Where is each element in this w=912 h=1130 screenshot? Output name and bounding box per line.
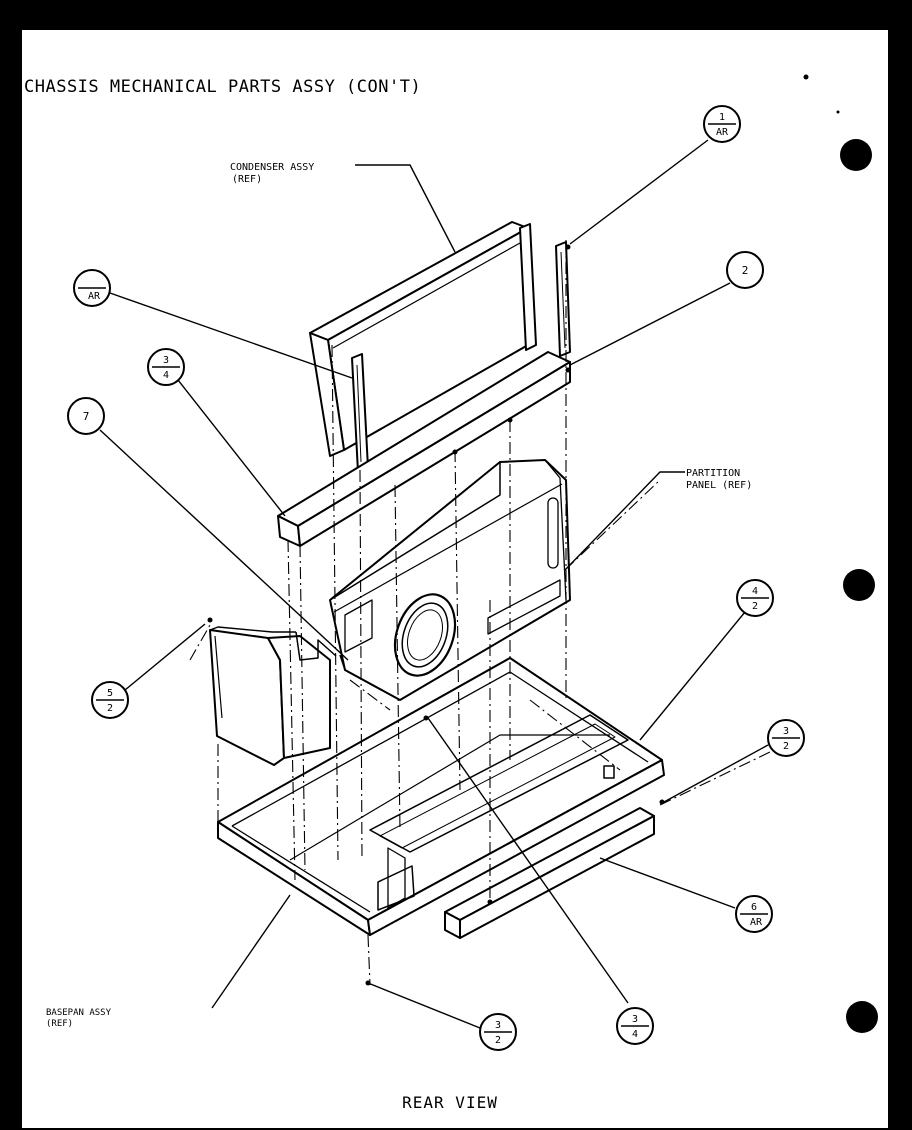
- callout-2: 2: [726, 251, 764, 289]
- basepan-label-line2: (REF): [46, 1019, 73, 1029]
- basepan-label-line1: BASEPAN ASSY: [46, 1008, 112, 1018]
- callout-numerator: 4: [752, 586, 758, 597]
- basepan-assembly: [217, 657, 665, 936]
- scan-speck: [836, 110, 840, 114]
- callout-7: 7: [67, 397, 105, 435]
- scan-speck: [803, 74, 809, 80]
- callout-numerator: 5: [107, 688, 113, 699]
- front-bar-part: [444, 807, 655, 939]
- callout-numerator: 1: [719, 112, 725, 123]
- callout-3-2-right: 3 2: [767, 719, 805, 757]
- callout-numerator: 3: [783, 726, 789, 737]
- view-label: REAR VIEW: [402, 1093, 498, 1112]
- callout-denominator: 2: [783, 741, 789, 752]
- partition-label-line1: PARTITION: [686, 468, 740, 479]
- callout-5-2: 5 2: [91, 681, 129, 719]
- callout-numerator: 3: [632, 1014, 638, 1025]
- partition-label-line2: PANEL (REF): [686, 480, 752, 491]
- alignment-lines: [189, 240, 771, 986]
- callout-6-ar: 6 AR: [735, 895, 773, 933]
- callout-ar: AR: [73, 269, 111, 307]
- callout-3-4-bottom: 3 4: [616, 1007, 654, 1045]
- callout-numerator: 3: [495, 1020, 501, 1031]
- binder-hole: [843, 569, 875, 601]
- callout-1-ar: 1 AR: [703, 105, 741, 143]
- binder-hole: [846, 1001, 878, 1033]
- condenser-assembly: [309, 221, 571, 473]
- callout-denominator: 4: [632, 1029, 638, 1040]
- callout-3-4-upper: 3 4: [147, 348, 185, 386]
- callout-3-2-bottom: 3 2: [479, 1013, 517, 1051]
- callout-denominator: 2: [752, 601, 758, 612]
- callout-denominator: AR: [88, 291, 101, 302]
- binder-hole: [840, 139, 872, 171]
- callout-denominator: 4: [163, 370, 169, 381]
- top-bar-part: [277, 351, 571, 547]
- callout-4-2: 4 2: [736, 579, 774, 617]
- callout-number: 7: [83, 410, 90, 423]
- callout-denominator: AR: [716, 127, 729, 138]
- callout-denominator: 2: [107, 703, 113, 714]
- leader-lines: [99, 139, 769, 1029]
- condenser-label-line2: (REF): [232, 174, 262, 185]
- side-bracket-part: [209, 626, 337, 766]
- callout-numerator: 3: [163, 355, 169, 366]
- callout-denominator: 2: [495, 1035, 501, 1046]
- callout-numerator: 6: [751, 902, 757, 913]
- callout-number: 2: [742, 264, 749, 277]
- condenser-label-line1: CONDENSER ASSY: [230, 162, 314, 173]
- diagram-title: CHASSIS MECHANICAL PARTS ASSY (CON'T): [24, 77, 421, 97]
- callout-denominator: AR: [750, 917, 763, 928]
